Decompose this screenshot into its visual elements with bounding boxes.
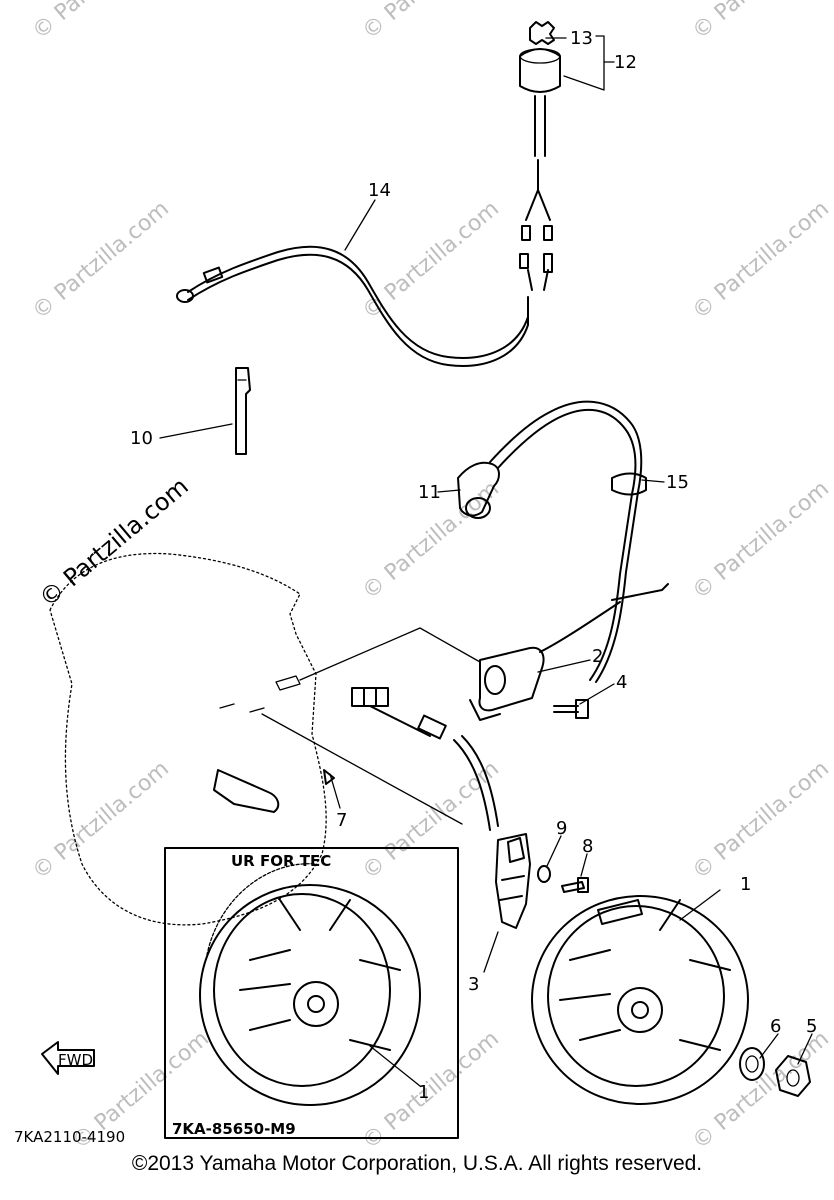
- fwd-label: FWD: [58, 1051, 93, 1069]
- callout-13: 13: [570, 28, 593, 49]
- inset-box-title: UR FOR TEC: [231, 852, 331, 870]
- leader-lines: [159, 35, 813, 1087]
- flywheel: [531, 895, 749, 1105]
- tool-strip: [235, 367, 251, 455]
- callout-8: 8: [582, 836, 593, 857]
- callout-12: 12: [614, 52, 637, 73]
- callout-6: 6: [770, 1016, 781, 1037]
- callout-5: 5: [806, 1016, 817, 1037]
- watermark: © Partzilla.com: [688, 0, 834, 45]
- watermark-layer: © Partzilla.com © Partzilla.com © Partzi…: [28, 0, 834, 1155]
- engine-case-outline: [49, 552, 335, 926]
- watermark: © Partzilla.com: [688, 756, 834, 884]
- watermark: © Partzilla.com: [28, 196, 174, 324]
- fwd-arrow: FWD: [41, 1041, 95, 1075]
- callout-7: 7: [336, 810, 347, 831]
- flywheel-inset: [199, 863, 421, 1106]
- washer-part-6: [739, 1047, 765, 1081]
- inset-box: [164, 847, 459, 1139]
- screw-part-8: [561, 877, 589, 893]
- pulser-coil: [495, 833, 531, 929]
- watermark: © Partzilla.com: [358, 196, 504, 324]
- stop-switch: [519, 21, 561, 273]
- watermark: © Partzilla.com: [28, 756, 174, 884]
- watermark: © Partzilla.com: [358, 1026, 504, 1154]
- nut-part-5: [775, 1055, 811, 1097]
- watermark: © Partzilla.com: [688, 476, 834, 604]
- bolt-part-4: [553, 699, 589, 719]
- callout-4: 4: [616, 672, 627, 693]
- copyright-notice: ©2013 Yamaha Motor Corporation, U.S.A. A…: [131, 1152, 703, 1175]
- watermark: © Partzilla.com: [358, 756, 504, 884]
- lead-wire: [176, 245, 549, 367]
- watermark: © Partzilla.com: [28, 0, 174, 45]
- callout-1: 1: [740, 874, 751, 895]
- washer-part-9: [537, 865, 551, 883]
- callout-3: 3: [468, 974, 479, 995]
- callout-9: 9: [556, 818, 567, 839]
- ignition-coil-assembly: [457, 400, 669, 721]
- callout-15: 15: [666, 472, 689, 493]
- callout-1-inset: 1: [418, 1082, 429, 1103]
- callout-labels: 13 12 14 10 11 15 2 4 7 9 8 3 1 1 6 5: [130, 28, 817, 1103]
- callout-14: 14: [368, 180, 391, 201]
- callout-2: 2: [592, 646, 603, 667]
- callout-11: 11: [418, 482, 441, 503]
- inset-box-part-number: 7KA-85650-M9: [172, 1120, 296, 1138]
- watermark-dark: © Partzilla.com: [34, 472, 194, 612]
- watermark: © Partzilla.com: [358, 0, 504, 45]
- wire-connectors: [351, 687, 499, 831]
- watermark: © Partzilla.com: [688, 196, 834, 324]
- diagram-reference-code: 7KA2110-4190: [14, 1128, 125, 1146]
- callout-10: 10: [130, 428, 153, 449]
